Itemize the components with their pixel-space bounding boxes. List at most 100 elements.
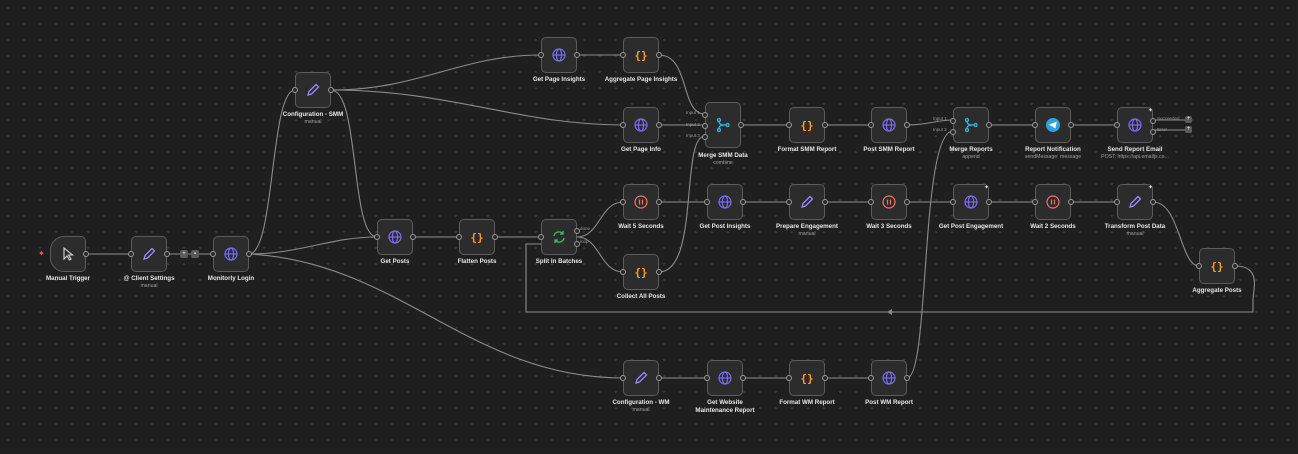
input-port[interactable] <box>620 198 626 205</box>
input-port[interactable] <box>786 121 792 128</box>
output-port[interactable] <box>986 198 992 205</box>
add-node-icon[interactable]: + <box>1185 126 1192 133</box>
node-format-smm-report[interactable]: {} <box>786 107 828 143</box>
node-get-post-insights[interactable] <box>704 184 746 220</box>
input-port[interactable] <box>786 198 792 205</box>
input-port[interactable] <box>1196 262 1202 269</box>
error-output-port[interactable] <box>1150 129 1156 135</box>
node-manual-trigger[interactable] <box>50 236 89 272</box>
input-port-2[interactable] <box>702 123 708 129</box>
node-aggregate-page-insights[interactable]: {} <box>620 37 662 73</box>
node-transform-post-data[interactable] <box>1114 184 1156 220</box>
output-port[interactable] <box>410 233 416 240</box>
input-port[interactable] <box>620 374 626 381</box>
output-port[interactable] <box>740 198 746 205</box>
input-port[interactable] <box>538 233 544 240</box>
input-port[interactable] <box>1114 198 1120 205</box>
node-get-page-info[interactable] <box>620 107 662 143</box>
output-port[interactable] <box>904 198 910 205</box>
output-port[interactable] <box>1150 198 1156 205</box>
node-flatten-posts[interactable]: {} <box>456 219 498 255</box>
node-merge-smm-data[interactable] <box>702 102 744 148</box>
output-port[interactable] <box>822 121 828 128</box>
input-port[interactable] <box>128 250 134 257</box>
input-port[interactable] <box>868 121 874 128</box>
node-configuration-smm[interactable] <box>292 72 334 108</box>
output-port[interactable] <box>83 250 89 257</box>
output-port[interactable] <box>246 250 252 257</box>
output-port[interactable] <box>656 268 662 275</box>
loop-output-port[interactable] <box>574 241 580 247</box>
output-port[interactable] <box>656 51 662 58</box>
output-port[interactable] <box>574 51 580 58</box>
add-node-icon[interactable]: + <box>180 250 188 258</box>
success-output-port[interactable] <box>1150 118 1156 124</box>
output-port[interactable] <box>164 250 170 257</box>
input-port-1[interactable] <box>702 112 708 118</box>
input-port[interactable] <box>292 86 298 93</box>
node-aggregate-posts[interactable]: {} <box>1196 248 1238 284</box>
output-port[interactable] <box>1068 198 1074 205</box>
input-port-2[interactable] <box>950 129 956 135</box>
node-wait-5-seconds[interactable] <box>620 184 662 220</box>
output-port[interactable] <box>1232 262 1238 269</box>
node-get-page-insights[interactable] <box>538 37 580 73</box>
node-label: Aggregate Page Insights <box>604 76 678 83</box>
add-node-icon[interactable]: + <box>1185 116 1192 123</box>
input-port-3[interactable] <box>702 134 708 140</box>
input-port[interactable] <box>868 198 874 205</box>
input-port[interactable] <box>620 51 626 58</box>
node-monitorly-login[interactable] <box>210 236 252 272</box>
braces-icon: {} <box>470 231 483 244</box>
node-merge-reports[interactable] <box>950 107 992 143</box>
output-port[interactable] <box>904 374 910 381</box>
output-port[interactable] <box>738 121 744 128</box>
loop-icon <box>553 231 565 243</box>
done-output-port[interactable] <box>574 228 580 234</box>
output-port[interactable] <box>740 374 746 381</box>
node-split-in-batches[interactable] <box>538 219 580 255</box>
node-get-post-engagement[interactable] <box>950 184 992 220</box>
delete-connection-icon[interactable]: ▪ <box>191 250 199 258</box>
svg-text:{}: {} <box>634 266 647 279</box>
node-collect-all-posts[interactable]: {} <box>620 254 662 290</box>
output-port[interactable] <box>822 198 828 205</box>
input-port[interactable] <box>950 198 956 205</box>
node-format-wm-report[interactable]: {} <box>786 360 828 396</box>
input-port[interactable] <box>1032 198 1038 205</box>
node-wait-2-seconds[interactable] <box>1032 184 1074 220</box>
input-port[interactable] <box>786 374 792 381</box>
input-port[interactable] <box>868 374 874 381</box>
input-port[interactable] <box>456 233 462 240</box>
node-prepare-engagement[interactable] <box>786 184 828 220</box>
input-port[interactable] <box>704 374 710 381</box>
output-port[interactable] <box>822 374 828 381</box>
output-port[interactable] <box>656 198 662 205</box>
input-port-1[interactable] <box>950 118 956 124</box>
input-port[interactable] <box>620 121 626 128</box>
node-get-website-maintenance-report[interactable] <box>704 360 746 396</box>
node-report-notification[interactable] <box>1032 107 1074 143</box>
output-port[interactable] <box>656 374 662 381</box>
input-port[interactable] <box>1032 121 1038 128</box>
input-port[interactable] <box>210 250 216 257</box>
input-port[interactable] <box>374 233 380 240</box>
node-configuration-wm[interactable] <box>620 360 662 396</box>
globe-icon <box>964 195 978 209</box>
output-port[interactable] <box>656 121 662 128</box>
node-client-settings[interactable] <box>128 236 170 272</box>
output-port[interactable] <box>328 86 334 93</box>
node-send-report-email[interactable] <box>1114 107 1156 143</box>
input-port[interactable] <box>538 51 544 58</box>
node-get-posts[interactable] <box>374 219 416 255</box>
node-post-smm-report[interactable] <box>868 107 910 143</box>
output-port[interactable] <box>986 121 992 128</box>
input-port[interactable] <box>1114 121 1120 128</box>
node-post-wm-report[interactable] <box>868 360 910 396</box>
input-port[interactable] <box>704 198 710 205</box>
output-port[interactable] <box>492 233 498 240</box>
output-port[interactable] <box>1068 121 1074 128</box>
input-port[interactable] <box>620 268 626 275</box>
node-wait-3-seconds[interactable] <box>868 184 910 220</box>
output-port[interactable] <box>904 121 910 128</box>
